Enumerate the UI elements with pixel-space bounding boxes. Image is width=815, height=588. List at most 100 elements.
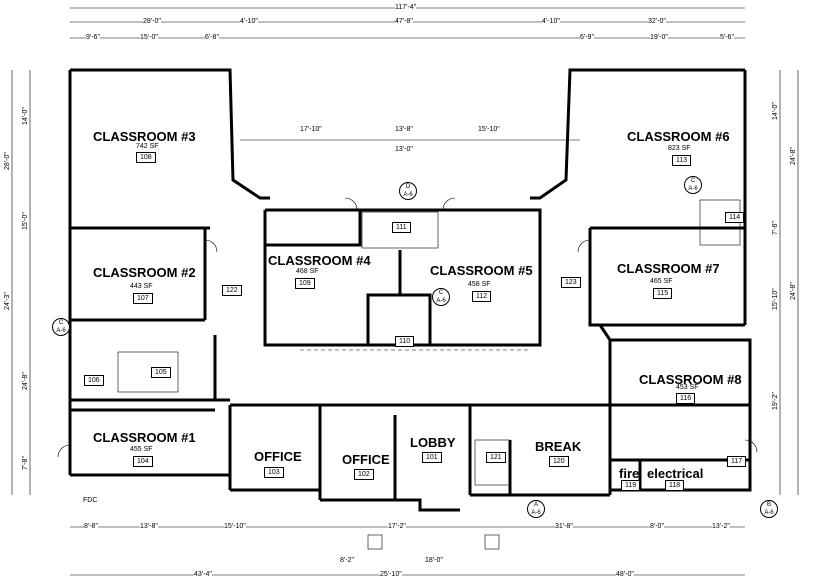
dim-left-a: 28'-0" [4,152,11,170]
dim-top-j: 19'-0" [650,34,668,41]
wall-classroom-7 [588,228,745,327]
room-number-122: 122 [222,285,242,296]
dim-left-e: 24'-8" [22,372,29,390]
dim-bottom-h: 31'-8" [555,523,573,530]
room-area-classroom-3: 742 SF [136,143,159,150]
room-number-classroom-7: 115 [653,288,673,299]
dim-left-c: 15'-0" [22,212,29,230]
dim-top-h: 6'-8" [205,34,219,41]
room-number-classroom-2: 107 [133,293,153,304]
room-number-111: 111 [392,222,411,233]
room-name-classroom-3: CLASSROOM #3 [93,129,196,144]
room-number-classroom-5: 112 [472,291,492,302]
dim-right-a: 24'-8" [790,147,797,165]
dim-top-l: 17'-10" [300,126,322,133]
dim-left-f: 7'-8" [22,456,29,470]
room-area-classroom-4: 468 SF [296,268,319,275]
room-number-office-102: 102 [354,469,374,480]
room-name-electrical: electrical [647,466,704,481]
room-area-classroom-2: 443 SF [130,283,153,290]
room-number-classroom-1: 104 [133,456,153,467]
room-name-break: BREAK [535,439,582,454]
room-name-classroom-5: CLASSROOM #5 [430,263,533,278]
column-marker-2 [484,534,500,550]
wall-classroom-8 [598,324,752,492]
dim-right-d: 7'-8" [772,221,779,235]
dim-bottom-f: 15'-10" [224,523,246,530]
dim-top-o: 13'-0" [395,146,413,153]
dim-top-a: 28'-0" [143,18,161,25]
room-number-office-103: 103 [264,467,284,478]
room-area-classroom-1: 455 SF [130,446,153,453]
dim-right-e: 15'-10" [772,288,779,310]
dim-top-k: 5'-6" [720,34,734,41]
room-number-classroom-3: 108 [136,152,156,163]
dim-right-c: 14'-0" [772,102,779,120]
room-111-box [361,211,439,249]
room-name-fire: fire [619,466,640,481]
room-area-classroom-7: 465 SF [650,278,673,285]
room-name-office-103: OFFICE [254,449,302,464]
dim-bottom-a: 43'-4" [194,571,212,578]
dim-bottom-j: 13'-2" [712,523,730,530]
wall-classroom-3 [70,68,270,200]
dim-bottom-l: 18'-0" [425,557,443,564]
door-swing-6 [744,439,758,453]
room-number-electrical: 118 [665,480,685,491]
dim-bottom-i: 8'-0" [650,523,664,530]
room-name-classroom-1: CLASSROOM #1 [93,430,196,445]
dim-left-b: 24'-3" [4,292,11,310]
dim-top-n: 15'-10" [478,126,500,133]
fdc-label: FDC [83,497,98,504]
room-name-classroom-4: CLASSROOM #4 [268,253,371,268]
room-name-classroom-7: CLASSROOM #7 [617,261,720,276]
room-name-classroom-6: CLASSROOM #6 [627,129,730,144]
room-121-box [474,439,511,486]
dim-top-i: 6'-9" [580,34,594,41]
dim-bottom-k: 8'-2" [340,557,354,564]
room-number-114: 114 [725,212,745,223]
room-number-classroom-6: 113 [672,155,692,166]
room-area-classroom-5: 458 SF [468,281,491,288]
dim-bottom-b: 48'-0" [616,571,634,578]
room-name-classroom-8: CLASSROOM #8 [639,372,742,387]
wall-lobby [320,498,460,512]
dim-bottom-c: 25'-10" [380,571,402,578]
dim-top-m: 13'-8" [395,126,413,133]
dim-right-f: 19'-2" [772,392,779,410]
dim-right-b: 24'-8" [790,282,797,300]
room-name-classroom-2: CLASSROOM #2 [93,265,196,280]
room-105-box [117,351,179,393]
room-number-105: 105 [151,367,171,378]
column-marker-1 [367,534,383,550]
door-swing-4 [442,197,456,211]
wall-classroom-4 [263,208,380,347]
room-name-lobby: LOBBY [410,435,456,450]
room-number-106: 106 [84,375,104,386]
dim-top-b: 4'-10" [240,18,258,25]
room-number-fire: 119 [621,480,641,491]
dim-top-d: 4'-10" [542,18,560,25]
dim-bottom-e: 13'-8" [140,523,158,530]
dim-top-overall: 117'-4" [395,4,417,11]
room-number-123: 123 [561,277,581,288]
dim-top-e: 32'-0" [648,18,666,25]
room-number-121: 121 [486,452,506,463]
dim-top-c: 47'-8" [395,18,413,25]
door-swing-1 [204,239,218,253]
dim-bottom-d: 8'-8" [84,523,98,530]
dim-top-g: 15'-0" [140,34,158,41]
room-name-office-102: OFFICE [342,452,390,467]
room-number-110: 110 [395,336,415,347]
room-number-classroom-8: 116 [676,393,696,404]
room-number-break: 120 [549,456,569,467]
wall-classroom-5 [420,208,542,347]
door-swing-5 [57,444,71,458]
